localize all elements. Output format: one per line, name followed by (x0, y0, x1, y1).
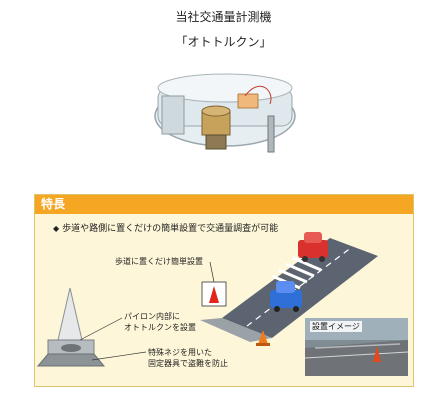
photo-label: 設置イメージ (310, 321, 362, 332)
label-cone-line1: パイロン内部に (124, 312, 180, 321)
device-illustration (154, 73, 296, 153)
red-car-icon (298, 232, 328, 262)
blue-car-icon (270, 281, 302, 312)
label-screw-line1: 特殊ネジを用いた (148, 348, 212, 357)
leader-line-cone (79, 317, 123, 341)
features-heading: 特長 (35, 195, 413, 214)
sidewalk-shape (200, 318, 272, 342)
diamond-bullet-icon: ◆ (53, 224, 60, 233)
label-cone-line2: オトトルクンを設置 (124, 323, 196, 332)
feature-bullet-text: 歩道や路側に置くだけの簡単設置で交通量調査が可能 (62, 224, 279, 234)
page-title: 当社交通量計測機 (175, 10, 272, 24)
zoom-cone-icon (209, 286, 219, 303)
label-road-install: 歩道に置くだけ簡単設置 (115, 257, 203, 266)
label-screw-line2: 固定器具で盗難を防止 (148, 359, 228, 368)
leader-line-road (209, 261, 215, 283)
feature-bullet: ◆歩道や路側に置くだけの簡単設置で交通量調査が可能 (53, 221, 278, 234)
leader-line-screw (91, 351, 147, 361)
installation-photo (304, 318, 409, 376)
product-name: 「オトトルクン」 (175, 35, 272, 49)
pylon-icon (36, 287, 106, 367)
road-cone-icon (256, 330, 270, 346)
